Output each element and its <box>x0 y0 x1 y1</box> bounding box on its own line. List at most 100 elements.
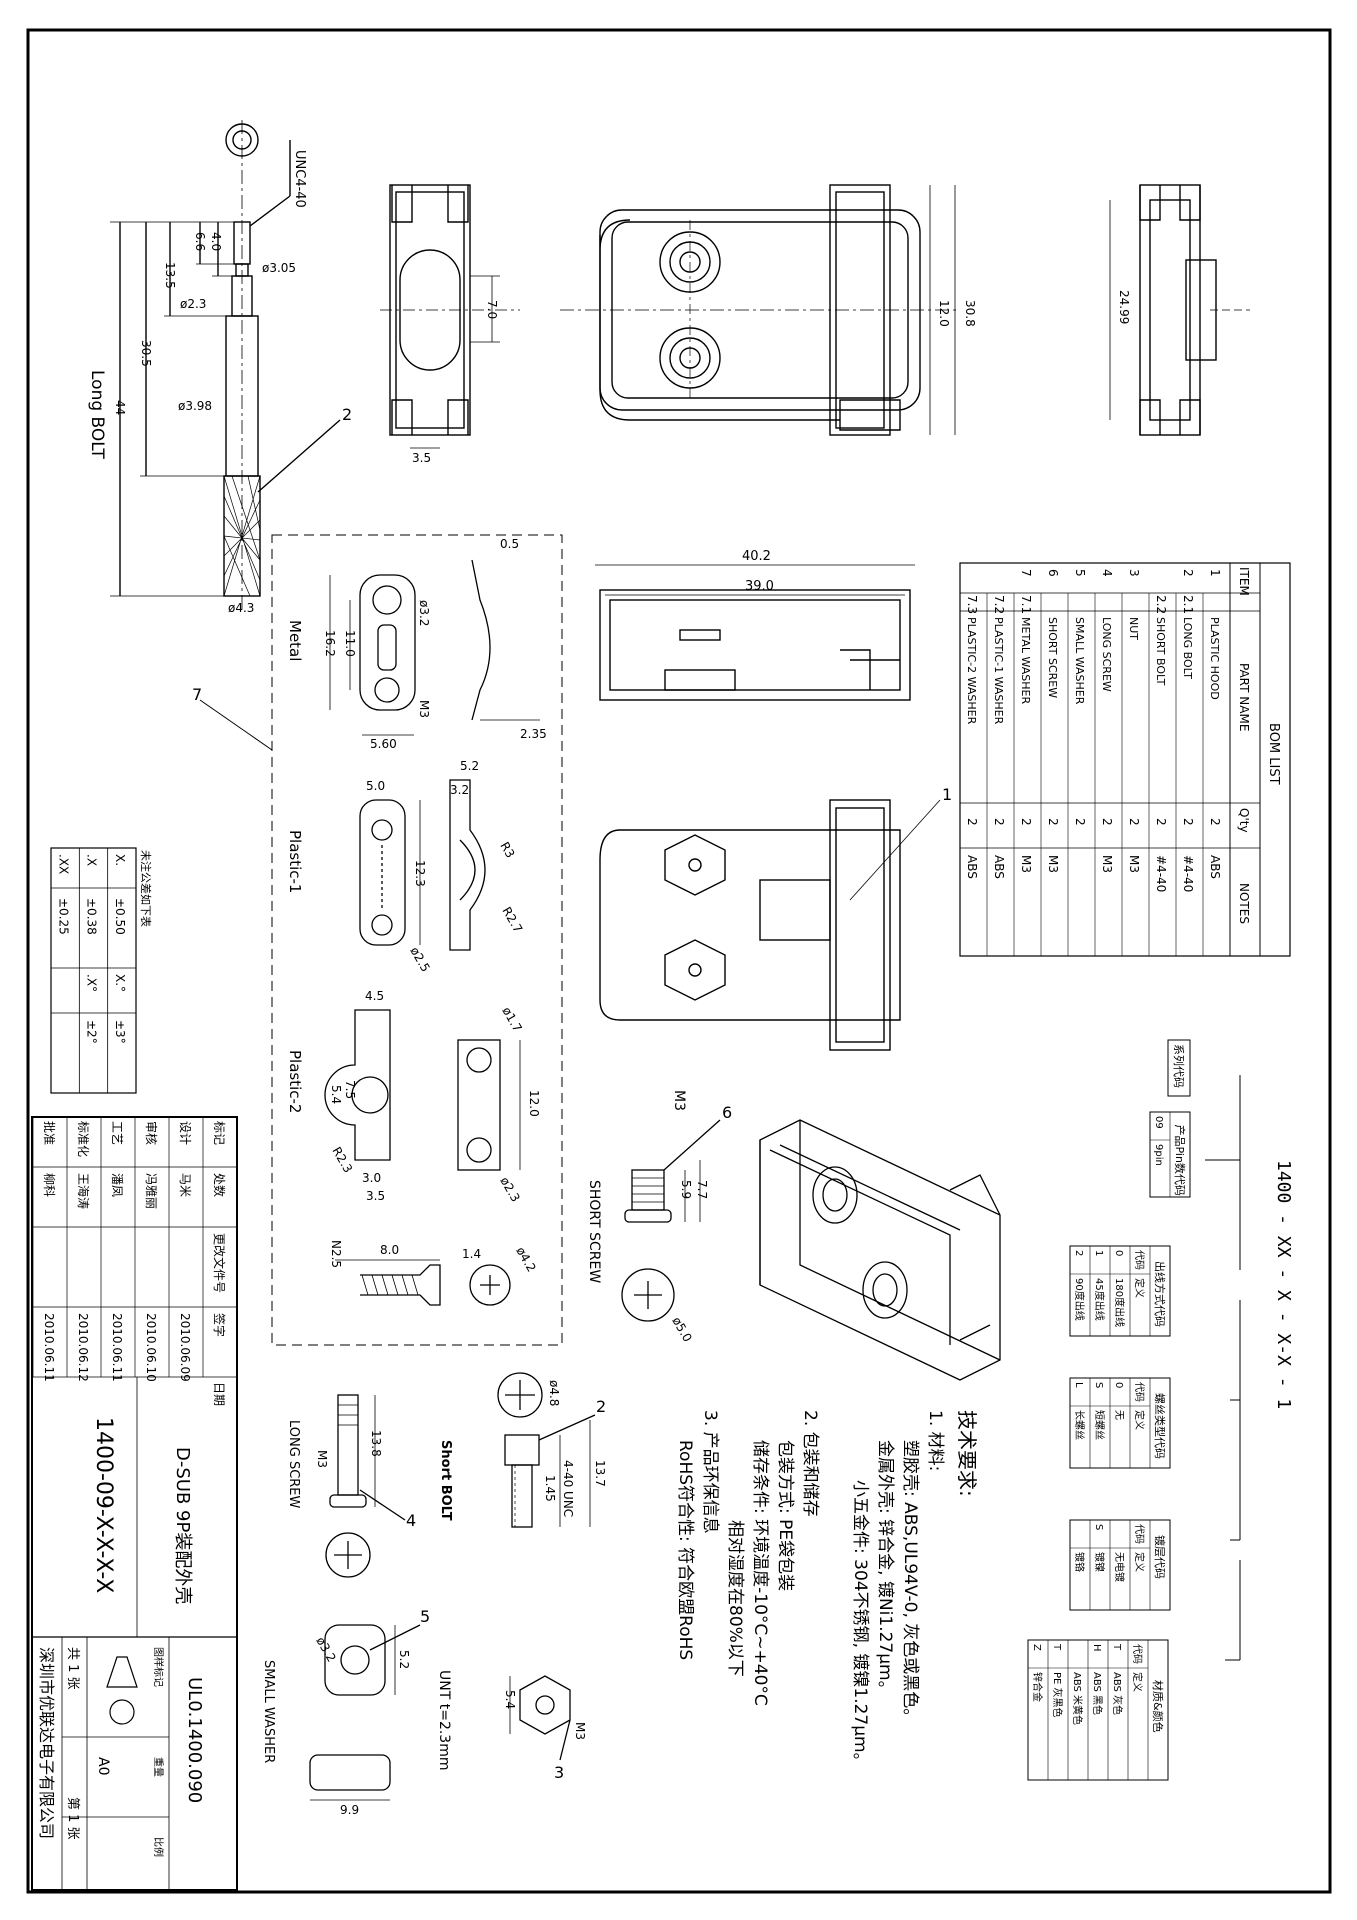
code-cell: H <box>1091 1644 1102 1652</box>
washer-group-balloon: 7 <box>192 685 202 704</box>
bom-cell: 4 <box>1100 569 1114 577</box>
hood-end-view <box>1109 184 1250 436</box>
ws-dim-1-4: 1.4 <box>462 1247 481 1261</box>
hood-top-view <box>595 564 915 701</box>
code-cell: ABS 黑色 <box>1091 1672 1104 1715</box>
short-bolt-label: Short BOLT <box>438 1440 453 1521</box>
metal-dim-2-35: 2.35 <box>520 727 547 741</box>
long-bolt-title: Long BOLT <box>87 370 107 459</box>
p2-dim-r2-3: R2.3 <box>329 1145 355 1176</box>
p1-dim-d2-5: ø2.5 <box>407 945 432 975</box>
tb-cell: 设计 <box>178 1121 192 1145</box>
long-bolt-thread: UNC4-40 <box>292 150 307 208</box>
code-cell: 2 <box>1073 1250 1084 1256</box>
p1-dim-12-3: 12.3 <box>413 860 427 887</box>
tech-line: 2. 包装和储存 <box>800 1410 820 1517</box>
tech-line: 3. 产品环保信息 <box>700 1410 720 1534</box>
tolerance-cell: X. <box>113 854 127 866</box>
tolerance-cell: ±0.50 <box>113 898 127 935</box>
code-cell: 代码 <box>1133 1250 1145 1270</box>
bom-cell: 6 <box>1046 569 1060 577</box>
nut-balloon: 3 <box>554 1763 564 1782</box>
hood-dim-12-0: 12.0 <box>937 300 951 327</box>
tb-drawing-no: UL0.1400.090 <box>184 1677 205 1803</box>
tb-cell: 冯雅丽 <box>144 1173 159 1209</box>
code-table-title: 出线方式代码 <box>1153 1261 1167 1327</box>
tb-company: 深圳市优联达电子有限公司 <box>37 1647 56 1839</box>
small-washer-view <box>309 1624 421 1801</box>
bom-cell: PLASTIC-1 WASHER <box>992 617 1005 725</box>
bom-header-item: ITEM <box>1237 567 1251 596</box>
tb-cell-scale: 比例 <box>152 1837 165 1857</box>
sb-dim-1-45: 1.45 <box>543 1475 557 1502</box>
part-code-tree: 1400 - XX - X - X-X - 1 系列代码产品Pin数代码099p… <box>1027 1039 1294 1781</box>
code-cell: Z <box>1031 1644 1042 1651</box>
code-cell: T <box>1111 1643 1122 1651</box>
ss-dim-m3: M3 <box>671 1090 687 1111</box>
bom-cell: ABS <box>992 855 1006 879</box>
code-cell: 45度出线 <box>1093 1278 1106 1321</box>
hood-dim-40-2: 40.2 <box>742 549 771 564</box>
p2-dim-7-5: 7.5 <box>343 1080 357 1099</box>
code-cell: 09 <box>1153 1116 1164 1129</box>
tech-line: 包装方式: PE袋包装 <box>775 1440 795 1591</box>
code-table-title: 材质&颜色 <box>1151 1680 1165 1733</box>
short-bolt-view <box>497 1372 596 1528</box>
tb-cell: 签字 <box>212 1313 227 1337</box>
short-screw-view <box>621 1119 721 1322</box>
code-cell: ABS 米黄色 <box>1071 1672 1084 1725</box>
dim-4-0: 4.0 <box>209 232 223 251</box>
tech-line: 小五金件: 304不锈钢, 镀镍1.27μm。 <box>850 1480 870 1770</box>
sb-balloon: 2 <box>596 1397 606 1416</box>
bom-cell: 7 <box>1019 569 1033 577</box>
tb-cell: 审核 <box>144 1121 159 1145</box>
p1-dim-3-2: 3.2 <box>450 783 469 797</box>
sw-balloon: 5 <box>420 1607 430 1626</box>
p1-dim-r3: R3 <box>497 840 517 861</box>
sw-dim-9-9: 9.9 <box>340 1803 359 1817</box>
code-cell: 代码 <box>1131 1644 1143 1664</box>
metal-washer-view <box>329 559 540 736</box>
svg-text:系列代码: 系列代码 <box>1172 1044 1186 1088</box>
tb-cell: 日期 <box>212 1382 226 1406</box>
p2-dim-d2-3: ø2.3 <box>497 1175 522 1205</box>
bom-cell: M3 <box>1100 855 1114 873</box>
tb-sheet-no: 第 1 张 <box>65 1797 80 1840</box>
ss-dim-7-7: 7.7 <box>695 1180 709 1199</box>
code-cell: 90度出线 <box>1073 1278 1086 1321</box>
dim-d4-3: ø4.3 <box>228 601 254 615</box>
bom-cell: LONG BOLT <box>1181 617 1194 679</box>
dim-d3-05: ø3.05 <box>262 261 296 275</box>
tech-title: 技术要求: <box>955 1410 979 1497</box>
code-cell: S <box>1093 1382 1104 1388</box>
bom-cell: PLASTIC HOOD <box>1208 617 1221 700</box>
ws-dim-d4-2: ø4.2 <box>513 1245 538 1275</box>
code-cell: 定义 <box>1133 1278 1146 1298</box>
tb-cell: 批准 <box>42 1121 57 1145</box>
tolerance-cell: ±3° <box>113 1020 127 1044</box>
series-box: 系列代码 <box>1167 1039 1191 1097</box>
code-cell: 定义 <box>1131 1672 1144 1692</box>
sb-dim-13-7: 13.7 <box>593 1460 607 1487</box>
bom-cell: 2 <box>1208 818 1222 826</box>
metal-dim-0-5: 0.5 <box>500 537 519 551</box>
tb-product: D-SUB 9P装配外壳 <box>172 1447 193 1604</box>
tb-cell: 处数 <box>212 1173 227 1197</box>
bom-cell: LONG SCREW <box>1100 617 1113 692</box>
washer-group-box <box>271 534 563 1346</box>
ss-dim-d5-0: ø5.0 <box>669 1315 694 1345</box>
code-cell: 1 <box>1093 1250 1104 1256</box>
tolerance-cell: X.° <box>113 974 127 992</box>
short-screw-label: SHORT SCREW <box>586 1180 602 1283</box>
bom-cell: 7.2 <box>992 595 1006 614</box>
code-cell: 镀铬 <box>1073 1552 1086 1572</box>
sb-dim-d4-8: ø4.8 <box>547 1380 561 1406</box>
ls-balloon: 4 <box>406 1511 416 1530</box>
nut-dim-5-4: 5.4 <box>503 1690 517 1709</box>
p2-dim-d1-7: ø1.7 <box>499 1005 524 1035</box>
